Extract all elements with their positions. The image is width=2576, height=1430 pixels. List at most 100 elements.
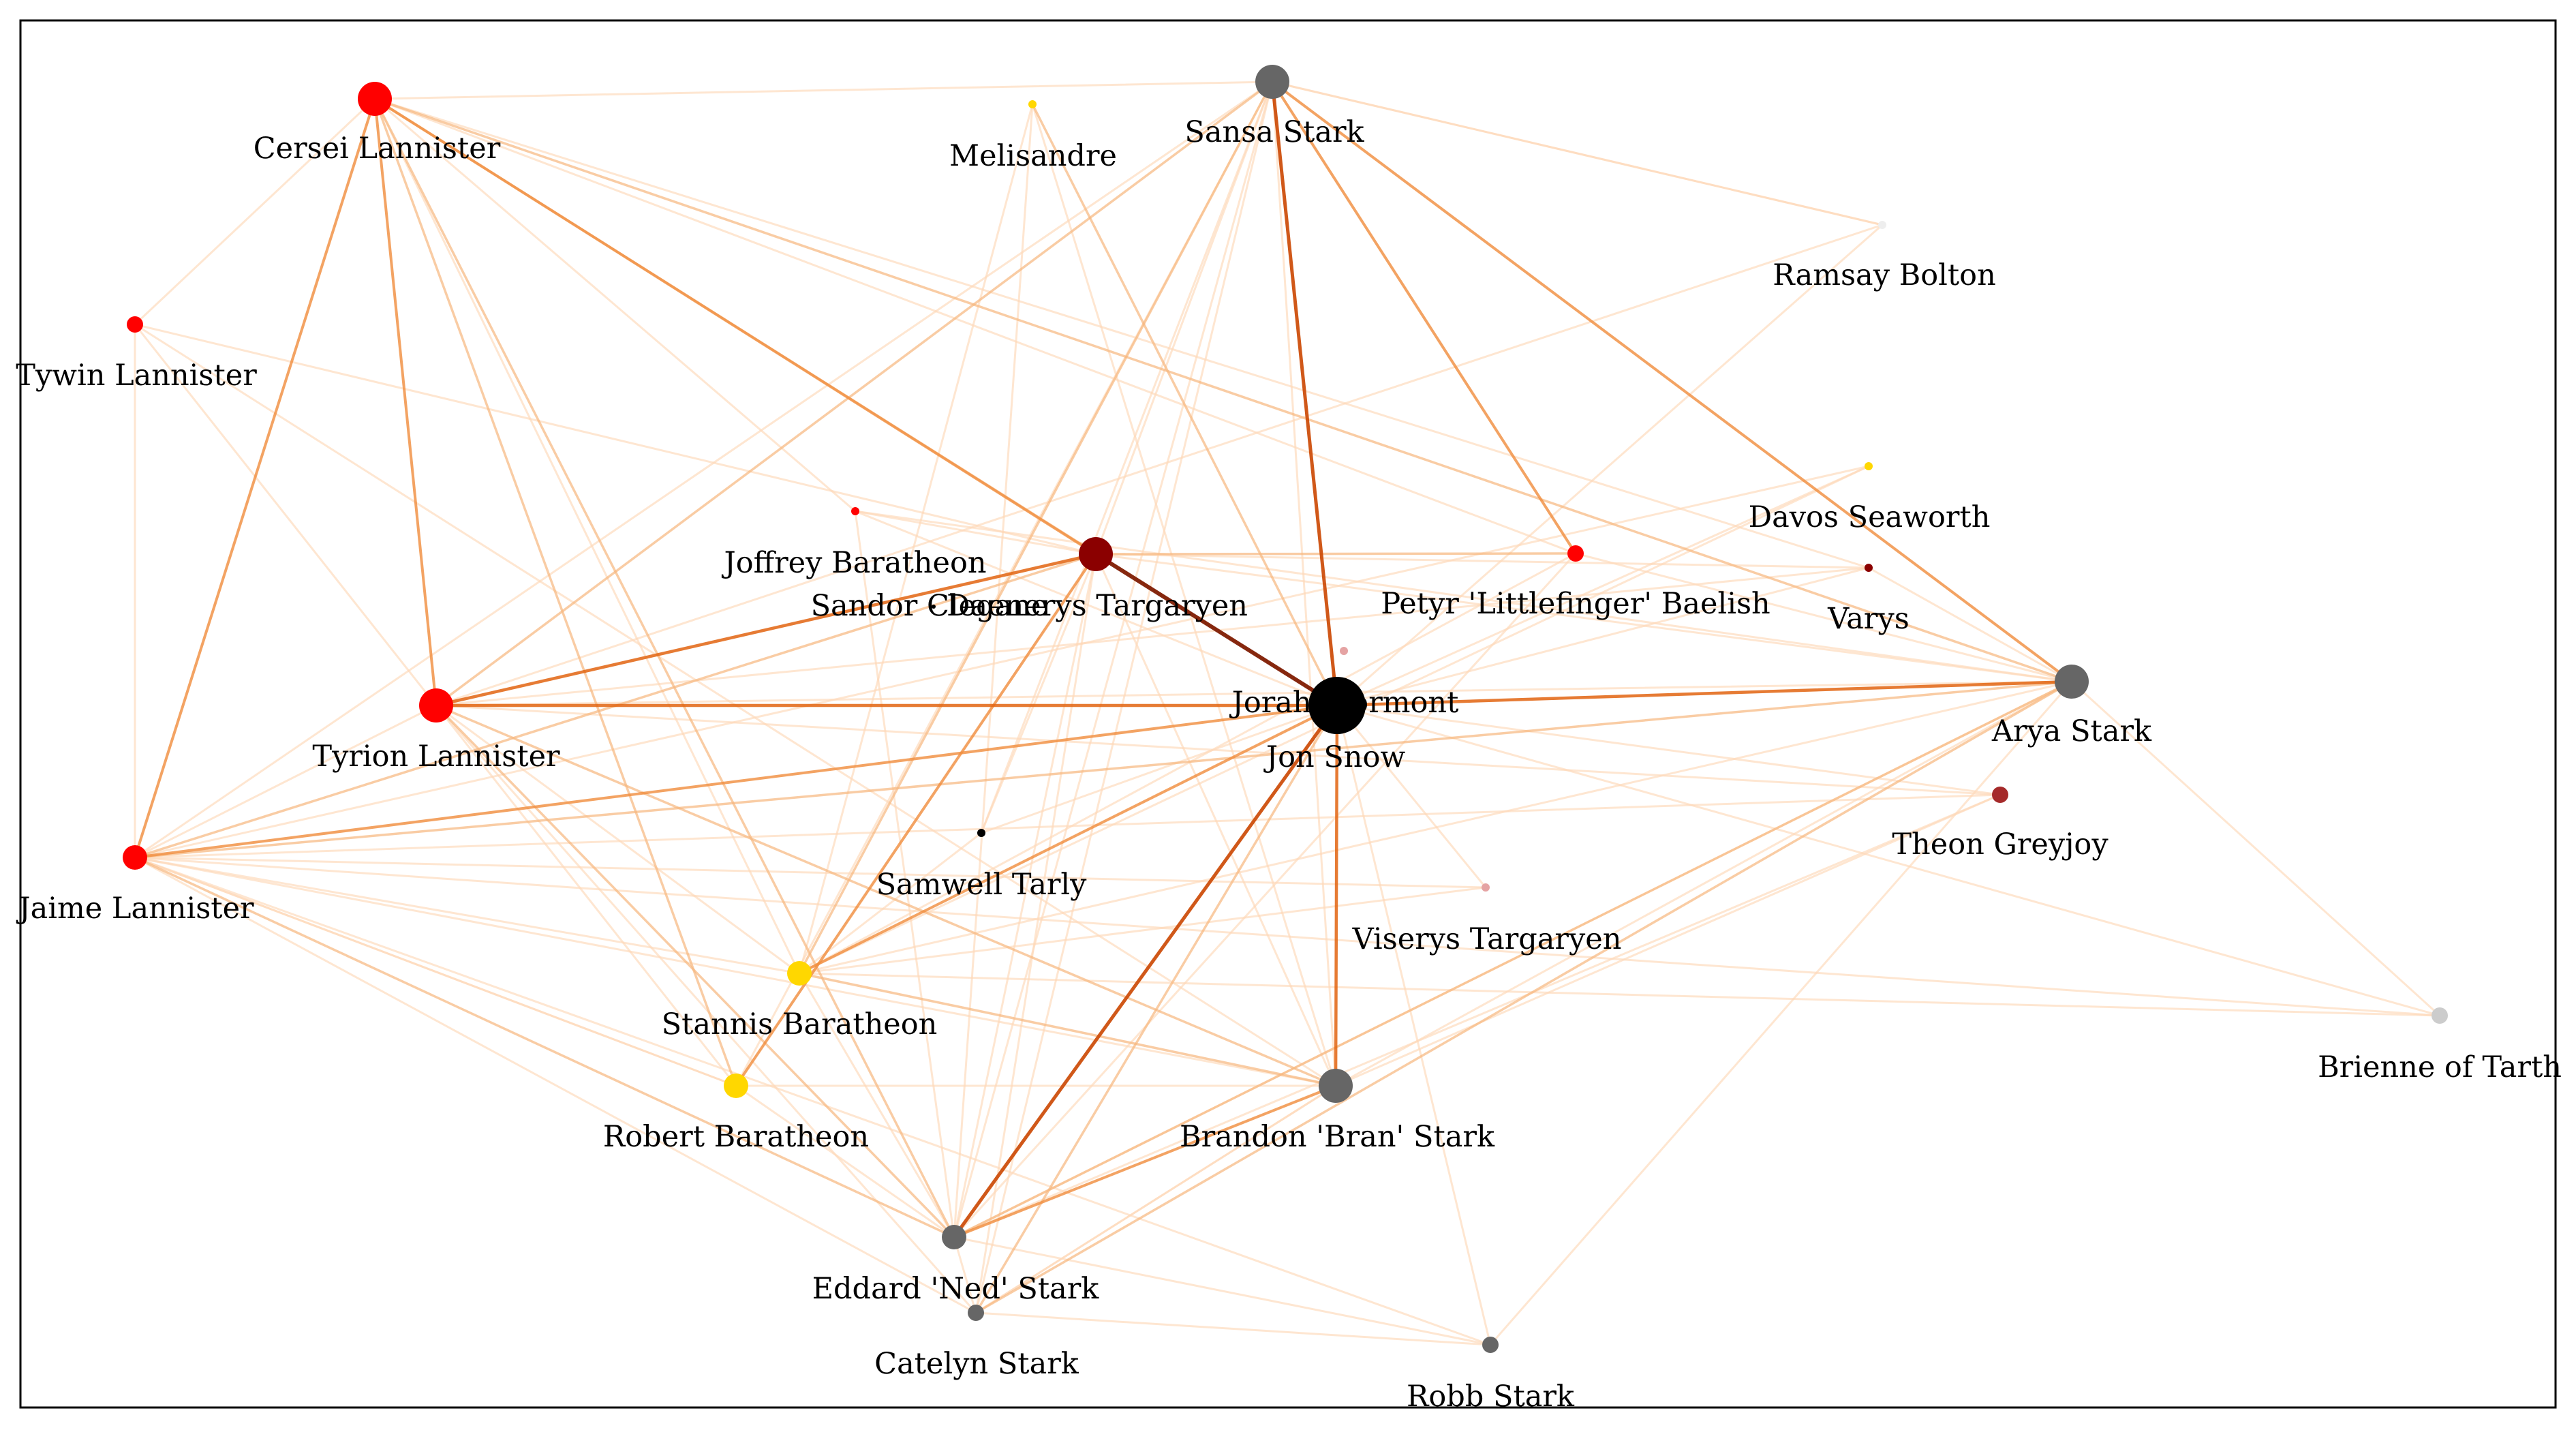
node-varys[interactable] bbox=[1865, 564, 1873, 572]
edge-daenerys-bran bbox=[1094, 553, 1337, 1087]
node-label-samwell: Samwell Tarly bbox=[876, 868, 1088, 902]
edge-jon-brienne bbox=[1336, 704, 2441, 1017]
edge-tywin-tyrion bbox=[134, 323, 438, 707]
node-ramsay[interactable] bbox=[1878, 221, 1886, 229]
edge-cersei-tyrion bbox=[373, 97, 438, 707]
edge-samwell-jon bbox=[980, 704, 1338, 834]
node-label-melisandre: Melisandre bbox=[949, 139, 1117, 173]
node-robb[interactable] bbox=[1482, 1337, 1499, 1353]
edge-arya-ned bbox=[953, 680, 2073, 1238]
node-jon[interactable] bbox=[1308, 677, 1366, 734]
node-melisandre[interactable] bbox=[1028, 100, 1037, 108]
edge-jon-daenerys bbox=[1094, 552, 1339, 708]
edge-jon-catelyn bbox=[975, 704, 1338, 1314]
node-tyrion[interactable] bbox=[419, 688, 453, 722]
edge-theon-bran bbox=[1334, 793, 2002, 1087]
node-jorah[interactable] bbox=[1340, 647, 1348, 655]
node-viserys[interactable] bbox=[1482, 883, 1490, 892]
node-joffrey[interactable] bbox=[851, 507, 859, 515]
edge-tyrion-bran bbox=[435, 704, 1337, 1087]
edge-cersei-robert bbox=[373, 97, 737, 1087]
edge-brienne-arya bbox=[2070, 680, 2441, 1017]
node-petyr[interactable] bbox=[1567, 545, 1584, 562]
node-label-catelyn: Catelyn Stark bbox=[874, 1347, 1079, 1381]
edge-petyr-stannis bbox=[798, 552, 1577, 975]
node-label-petyr: Petyr 'Littlefinger' Baelish bbox=[1381, 587, 1770, 621]
node-label-cersei: Cersei Lannister bbox=[254, 132, 501, 166]
node-arya[interactable] bbox=[2055, 665, 2089, 699]
edge-jaime-ned bbox=[134, 856, 955, 1238]
node-ned[interactable] bbox=[942, 1225, 966, 1249]
node-daenerys[interactable] bbox=[1079, 537, 1113, 571]
node-label-tyrion: Tyrion Lannister bbox=[312, 740, 560, 774]
edge-brienne-jaime bbox=[134, 856, 2441, 1017]
node-robert[interactable] bbox=[724, 1074, 748, 1098]
node-davos[interactable] bbox=[1865, 462, 1873, 470]
edge-jon-varys bbox=[1336, 566, 1870, 707]
node-label-davos: Davos Seaworth bbox=[1749, 500, 1991, 534]
edge-samwell-daenerys bbox=[980, 553, 1097, 834]
node-label-ramsay: Ramsay Bolton bbox=[1773, 258, 1996, 292]
edge-jaime-bran bbox=[134, 856, 1337, 1087]
edge-melisandre-ned bbox=[953, 103, 1034, 1238]
node-catelyn[interactable] bbox=[968, 1305, 984, 1321]
edge-viserys-stannis bbox=[798, 886, 1487, 975]
edge-daenerys-arya bbox=[1094, 553, 2073, 683]
node-label-sansa: Sansa Stark bbox=[1184, 115, 1364, 149]
edge-tywin-cersei bbox=[134, 97, 376, 326]
node-sansa[interactable] bbox=[1255, 65, 1289, 99]
edge-robb-ned bbox=[953, 1236, 1492, 1346]
edge-joffrey-jon bbox=[854, 510, 1338, 707]
edge-sansa-samwell bbox=[980, 80, 1274, 834]
node-label-jorah: Jorah Mormont bbox=[1229, 686, 1459, 720]
edge-theon-jaime bbox=[134, 793, 2002, 859]
edge-theon-tyrion bbox=[435, 704, 2002, 796]
node-stannis[interactable] bbox=[787, 961, 812, 986]
edge-cersei-petyr bbox=[373, 97, 1577, 555]
node-bran[interactable] bbox=[1319, 1069, 1353, 1103]
node-label-daenerys: Daenerys Targaryen bbox=[947, 589, 1248, 623]
edge-tyrion-stannis bbox=[435, 704, 801, 975]
edge-arya-jaime bbox=[134, 680, 2073, 859]
node-label-stannis: Stannis Baratheon bbox=[662, 1007, 938, 1041]
edge-robb-catelyn bbox=[975, 1311, 1492, 1346]
node-brienne[interactable] bbox=[2432, 1007, 2448, 1024]
edge-ramsay-tyrion bbox=[435, 224, 1884, 707]
node-tywin[interactable] bbox=[127, 316, 143, 333]
edge-theon-ned bbox=[953, 793, 2002, 1238]
edge-cersei-sansa bbox=[373, 80, 1274, 100]
edge-sansa-stannis bbox=[798, 80, 1274, 975]
edge-daenerys-varys bbox=[1094, 553, 1870, 569]
node-samwell[interactable] bbox=[977, 829, 985, 837]
edge-robert-daenerys bbox=[735, 553, 1097, 1087]
edge-viserys-jaime bbox=[134, 856, 1487, 889]
node-theon[interactable] bbox=[1992, 787, 2008, 803]
edge-jaime-robert bbox=[134, 856, 737, 1087]
edge-sansa-ned bbox=[953, 80, 1274, 1238]
edge-sansa-ramsay bbox=[1271, 80, 1884, 226]
edge-sansa-tyrion bbox=[435, 80, 1274, 707]
edge-petyr-arya bbox=[1574, 552, 2073, 683]
edge-jaime-tyrion bbox=[134, 704, 438, 859]
edge-brienne-stannis bbox=[798, 972, 2441, 1017]
edge-varys-tyrion bbox=[435, 566, 1870, 707]
edge-jon-viserys bbox=[1336, 704, 1487, 889]
node-label-arya: Arya Stark bbox=[1991, 714, 2152, 748]
edge-sansa-daenerys bbox=[1094, 80, 1274, 556]
edge-sansa-catelyn bbox=[975, 80, 1274, 1314]
edge-sansa-petyr bbox=[1271, 80, 1577, 555]
edge-cersei-ned bbox=[373, 97, 955, 1238]
edge-robb-arya bbox=[1489, 680, 2073, 1346]
node-sandor[interactable] bbox=[932, 605, 936, 609]
node-label-theon: Theon Greyjoy bbox=[1892, 827, 2109, 862]
edge-jon-theon bbox=[1336, 704, 2002, 796]
edge-melisandre-bran bbox=[1031, 103, 1337, 1087]
node-jaime[interactable] bbox=[123, 845, 147, 870]
edge-stannis-arya bbox=[798, 680, 2073, 975]
edge-tyrion-arya bbox=[435, 680, 2073, 707]
node-label-joffrey: Joffrey Baratheon bbox=[721, 546, 986, 580]
node-cersei[interactable] bbox=[358, 82, 392, 116]
edge-jon-sansa bbox=[1270, 80, 1339, 708]
